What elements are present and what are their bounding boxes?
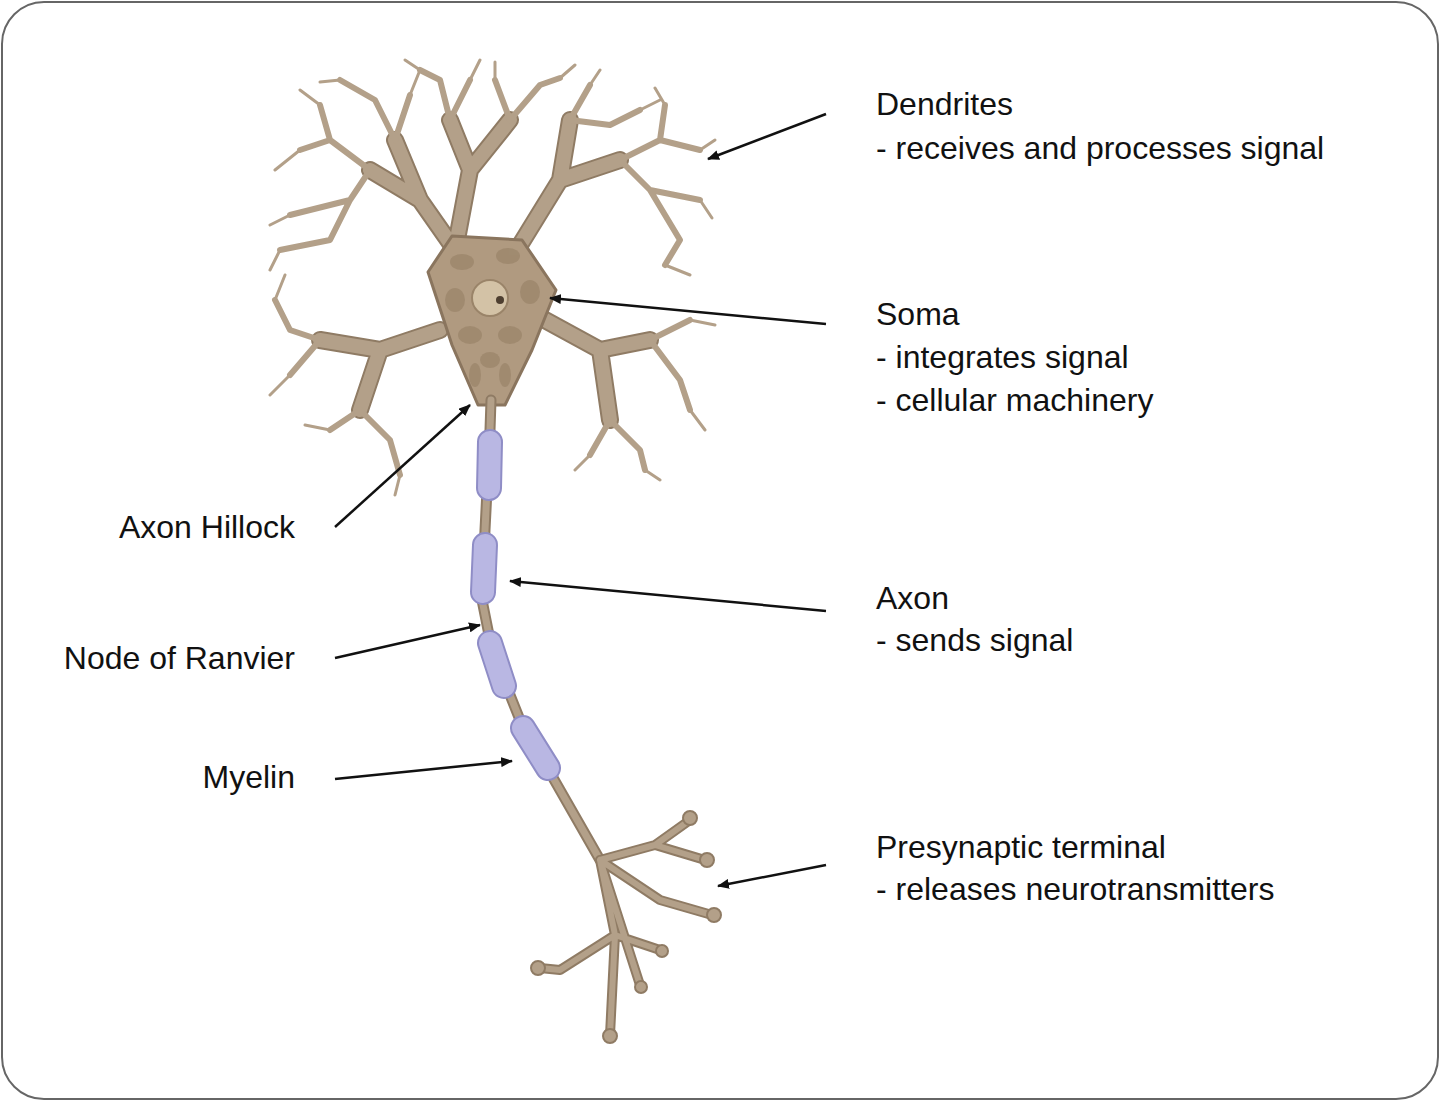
axon [482, 400, 600, 860]
presynaptic-terminal [531, 811, 721, 1043]
part-label: Node of Ranvier [64, 641, 295, 676]
leader-arrows [335, 114, 826, 886]
axon-outline [482, 400, 600, 860]
soma-texture [445, 248, 540, 387]
part-label: Myelin [203, 760, 295, 795]
part-label: - integrates signal [876, 340, 1129, 375]
part-label: - cellular machinery [876, 383, 1153, 418]
nucleus [472, 280, 508, 316]
soma-body [428, 236, 556, 405]
part-label: - receives and processes signal [876, 131, 1324, 166]
part-label: Soma [876, 297, 960, 332]
part-label: Presynaptic terminal [876, 830, 1166, 865]
nucleolus [496, 296, 504, 304]
part-label: - releases neurotransmitters [876, 872, 1274, 907]
myelin-sheaths [483, 442, 548, 768]
dendrites [270, 60, 715, 495]
part-label: Axon [876, 581, 949, 616]
part-label: Axon Hillock [119, 510, 295, 545]
part-label: Dendrites [876, 87, 1013, 122]
part-label: - sends signal [876, 623, 1073, 658]
